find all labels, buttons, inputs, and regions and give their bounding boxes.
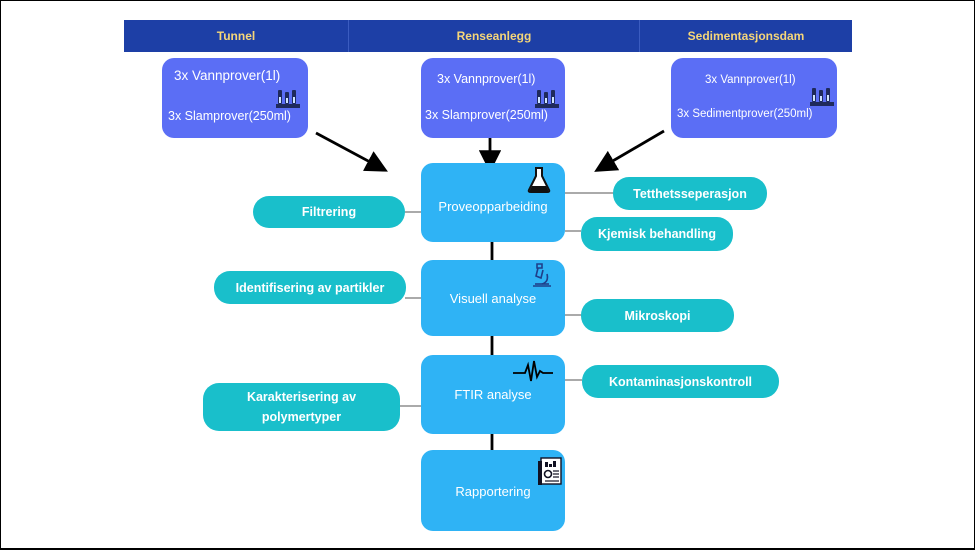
step-proveopparbeiding: Proveopparbeiding bbox=[421, 163, 565, 242]
source-tunnel: 3x Vannprover(1l) 3x Slamprover(250ml) bbox=[162, 58, 308, 138]
header-tunnel: Tunnel bbox=[216, 29, 256, 43]
test-tubes-icon bbox=[810, 88, 834, 106]
step-proveopparbeiding-label: Proveopparbeiding bbox=[438, 199, 548, 214]
pill-kontaminasjonskontroll: Kontaminasjonskontroll bbox=[582, 365, 779, 398]
header-bar: Tunnel Renseanlegg Sedimentasjonsdam bbox=[124, 20, 852, 52]
source-sedimentasjonsdam: 3x Vannprover(1l) 3x Sedimentprover(250m… bbox=[671, 58, 837, 138]
step-rapportering-label: Rapportering bbox=[455, 484, 531, 499]
test-tubes-icon bbox=[535, 90, 559, 108]
pill-karakterisering-line2: polymertyper bbox=[261, 410, 342, 424]
source-renseanlegg: 3x Vannprover(1l) 3x Slamprover(250ml) bbox=[421, 58, 565, 138]
pill-karakterisering-av-polymertyper: Karakterisering av polymertyper bbox=[203, 383, 400, 431]
step-visuell-analyse-label: Visuell analyse bbox=[449, 290, 537, 306]
header-sedimentasjonsdam: Sedimentasjonsdam bbox=[687, 29, 805, 43]
step-ftir-analyse: FTIR analyse bbox=[421, 355, 565, 434]
pill-mikroskopi: Mikroskopi bbox=[581, 299, 734, 332]
waveform-icon bbox=[513, 360, 553, 382]
pill-identifisering-av-partikler: Identifisering av partikler bbox=[214, 271, 406, 304]
source-tunnel-water: 3x Vannprover(1l) bbox=[174, 68, 281, 83]
pill-kjemisk-behandling: Kjemisk behandling bbox=[581, 217, 733, 251]
source-renseanlegg-water: 3x Vannprover(1l) bbox=[437, 72, 536, 86]
source-renseanlegg-sludge: 3x Slamprover(250ml) bbox=[425, 108, 548, 122]
pill-karakterisering-line1: Karakterisering av bbox=[246, 390, 357, 404]
flask-icon bbox=[527, 167, 551, 193]
step-rapportering: Rapportering bbox=[421, 450, 565, 531]
source-sedimentasjonsdam-water: 3x Vannprover(1l) bbox=[705, 74, 796, 86]
arrow-tunnel bbox=[315, 131, 388, 172]
header-renseanlegg: Renseanlegg bbox=[348, 20, 640, 52]
step-visuell-analyse: Visuell analyse bbox=[421, 260, 565, 336]
source-tunnel-sludge: 3x Slamprover(250ml) bbox=[168, 109, 291, 123]
microscope-icon bbox=[533, 263, 551, 287]
report-icon bbox=[538, 457, 562, 485]
test-tubes-icon bbox=[276, 90, 300, 108]
pill-filtrering: Filtrering bbox=[253, 196, 405, 228]
arrow-sedimentasjonsdam bbox=[594, 129, 665, 172]
pill-tetthetsseperasjon: Tetthetsseperasjon bbox=[613, 177, 767, 210]
step-ftir-analyse-label: FTIR analyse bbox=[454, 387, 532, 402]
source-sedimentasjonsdam-sediment: 3x Sedimentprover(250ml) bbox=[677, 108, 813, 120]
